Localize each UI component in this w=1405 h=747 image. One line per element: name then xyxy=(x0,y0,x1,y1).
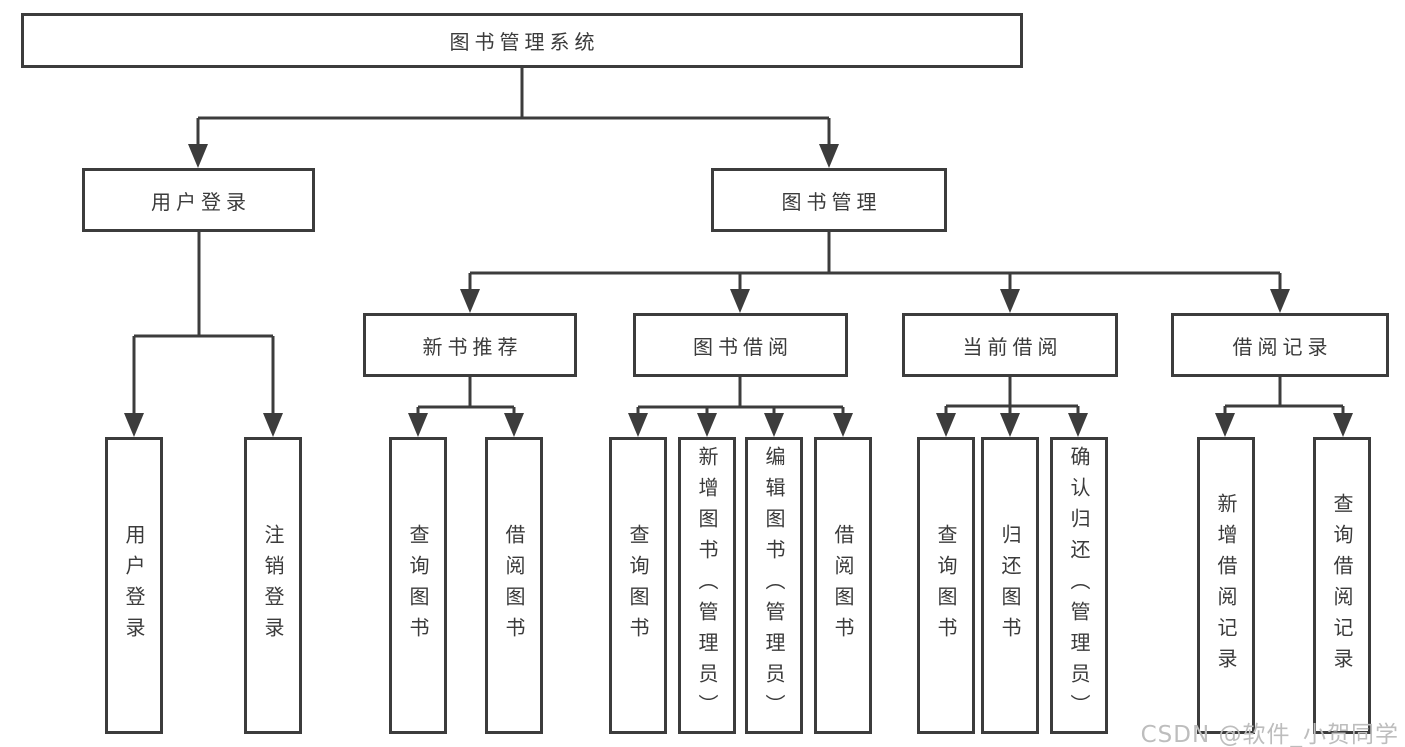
leaf-borrow-edit-book-admin-label: 编辑图书（管理员） xyxy=(762,446,786,725)
node-user-login-label: 用户登录 xyxy=(151,189,251,214)
node-current-borrow: 当前借阅 xyxy=(902,313,1118,377)
arrow-icon xyxy=(504,413,524,437)
leaf-current-return-book-label: 归还图书 xyxy=(998,523,1022,648)
node-new-book-recommend-label: 新书推荐 xyxy=(422,334,523,359)
leaf-borrow-add-book-admin: 新增图书（管理员） xyxy=(678,437,736,734)
node-new-book-recommend: 新书推荐 xyxy=(363,313,577,377)
leaf-logout-label: 注销登录 xyxy=(261,523,285,648)
leaf-recommend-query-book-label: 查询图书 xyxy=(406,523,430,648)
tree-edges xyxy=(132,68,1345,416)
arrow-icon xyxy=(1333,413,1353,437)
leaf-borrow-query-book: 查询图书 xyxy=(609,437,667,734)
leaf-borrow-edit-book-admin: 编辑图书（管理员） xyxy=(745,437,803,734)
arrow-icon xyxy=(1270,289,1290,313)
leaf-record-query-record: 查询借阅记录 xyxy=(1313,437,1371,734)
node-current-borrow-label: 当前借阅 xyxy=(962,334,1063,359)
leaf-recommend-query-book: 查询图书 xyxy=(389,437,447,734)
arrow-icon xyxy=(936,413,956,437)
arrow-icon xyxy=(408,413,428,437)
csdn-watermark: CSDN @软件_小贺同学 xyxy=(1140,722,1399,747)
node-borrow-record: 借阅记录 xyxy=(1171,313,1389,377)
leaf-user-login: 用户登录 xyxy=(105,437,163,734)
leaf-current-confirm-return-admin: 确认归还（管理员） xyxy=(1050,437,1108,734)
leaf-logout: 注销登录 xyxy=(244,437,302,734)
node-root-label: 图书管理系统 xyxy=(449,30,600,54)
leaf-recommend-borrow-book-label: 借阅图书 xyxy=(502,523,526,648)
node-book-management: 图书管理 xyxy=(711,168,947,232)
arrow-icon xyxy=(730,289,750,313)
arrowheads xyxy=(124,144,1353,437)
arrow-icon xyxy=(697,413,717,437)
arrow-icon xyxy=(764,413,784,437)
leaf-current-query-book: 查询图书 xyxy=(917,437,975,734)
leaf-record-query-record-label: 查询借阅记录 xyxy=(1330,492,1354,679)
node-book-borrow-label: 图书借阅 xyxy=(693,334,793,359)
leaf-borrow-borrow-book-label: 借阅图书 xyxy=(831,523,855,648)
node-root: 图书管理系统 xyxy=(21,13,1023,68)
arrow-icon xyxy=(188,144,208,168)
leaf-borrow-query-book-label: 查询图书 xyxy=(626,523,650,648)
leaf-current-return-book: 归还图书 xyxy=(981,437,1039,734)
node-borrow-record-label: 借阅记录 xyxy=(1232,334,1333,359)
arrow-icon xyxy=(1068,413,1088,437)
leaf-user-login-label: 用户登录 xyxy=(122,523,146,648)
leaf-borrow-add-book-admin-label: 新增图书（管理员） xyxy=(695,446,719,725)
arrow-icon xyxy=(460,289,480,313)
leaf-record-add-record-label: 新增借阅记录 xyxy=(1214,492,1238,679)
arrow-icon xyxy=(263,413,283,437)
arrow-icon xyxy=(1215,413,1235,437)
leaf-current-confirm-return-admin-label: 确认归还（管理员） xyxy=(1067,446,1091,725)
arrow-icon xyxy=(833,413,853,437)
arrow-icon xyxy=(1000,289,1020,313)
node-book-management-label: 图书管理 xyxy=(781,189,882,214)
leaf-record-add-record: 新增借阅记录 xyxy=(1197,437,1255,734)
arrow-icon xyxy=(628,413,648,437)
arrow-icon xyxy=(1000,413,1020,437)
leaf-current-query-book-label: 查询图书 xyxy=(934,523,958,648)
leaf-borrow-borrow-book: 借阅图书 xyxy=(814,437,872,734)
arrow-icon xyxy=(819,144,839,168)
leaf-recommend-borrow-book: 借阅图书 xyxy=(485,437,543,734)
node-user-login: 用户登录 xyxy=(82,168,315,232)
arrow-icon xyxy=(124,413,144,437)
node-book-borrow: 图书借阅 xyxy=(633,313,848,377)
